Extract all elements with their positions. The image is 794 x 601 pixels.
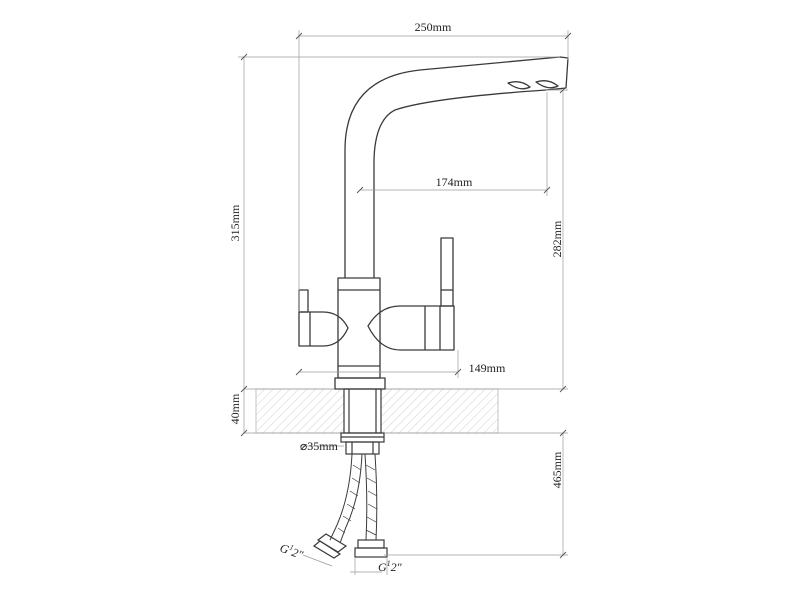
faucet-spout xyxy=(344,56,569,278)
faucet-column xyxy=(337,277,381,379)
hose-nut-right xyxy=(357,539,385,549)
countertop xyxy=(244,388,568,434)
faucet-outline xyxy=(298,56,569,390)
aerator-right xyxy=(535,80,559,89)
dim-counter-thickness: 40mm xyxy=(228,393,242,424)
mounting-shank xyxy=(340,388,385,455)
dim-spout-reach: 174mm xyxy=(436,175,473,189)
dim-spout-height: 282mm xyxy=(550,220,564,257)
thread-label-left: G12″ xyxy=(278,540,306,563)
right-handle-body xyxy=(367,305,455,351)
dim-hole-diameter: ⌀35mm xyxy=(300,439,339,453)
dimension-ticks xyxy=(240,32,572,559)
dim-total-width: 250mm xyxy=(415,20,452,34)
left-handle-body xyxy=(298,311,349,347)
dim-side-reach: 149mm xyxy=(469,361,506,375)
hose-left xyxy=(329,453,353,541)
dimension-lines xyxy=(238,30,569,575)
supply-hoses xyxy=(312,453,388,559)
hose-right xyxy=(364,453,368,541)
dim-total-height: 315mm xyxy=(228,204,242,241)
thread-label-right: G12″ xyxy=(378,559,403,574)
right-lever xyxy=(440,237,454,307)
dim-hose-length: 465mm xyxy=(550,451,564,488)
aerator-left xyxy=(507,81,531,90)
left-lever xyxy=(298,289,309,313)
faucet-base xyxy=(334,377,386,390)
